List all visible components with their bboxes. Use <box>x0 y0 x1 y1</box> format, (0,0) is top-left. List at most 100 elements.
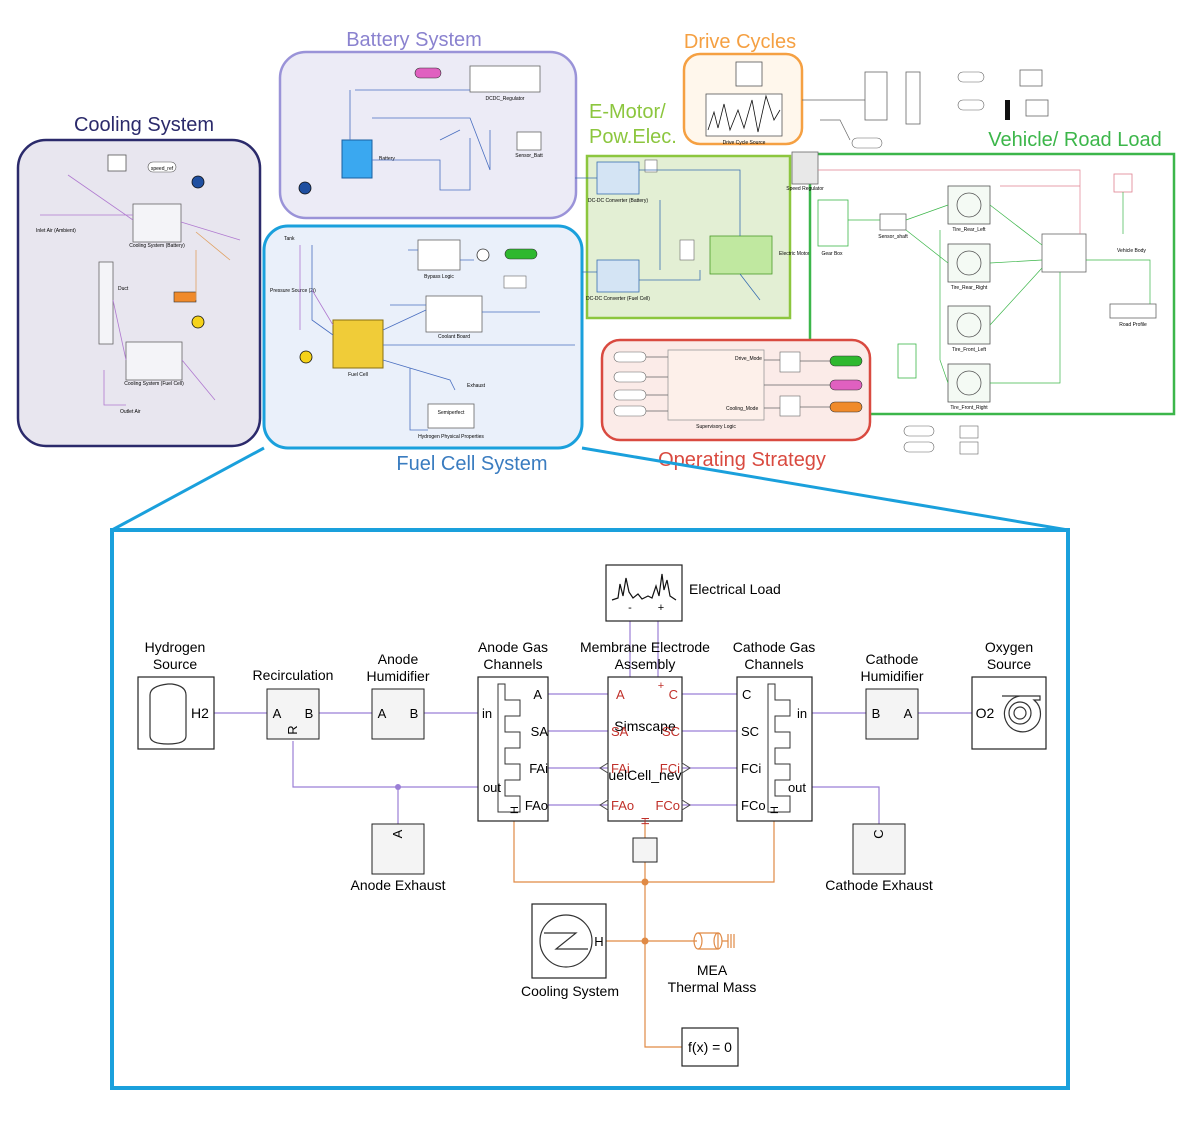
gas-tank-icon <box>149 683 187 745</box>
label-line: Channels <box>744 656 803 672</box>
label-line: Hydrogen <box>145 639 206 655</box>
tire-front-left-block[interactable] <box>947 305 991 345</box>
anode-humidifier-block[interactable] <box>371 688 425 740</box>
battery-system-title: Battery System <box>346 29 482 51</box>
bypass-logic-block[interactable] <box>417 239 461 271</box>
duct-block[interactable] <box>98 261 114 345</box>
gear-box-block[interactable] <box>817 199 849 247</box>
svg-text:Inlet Air (Ambient): Inlet Air (Ambient) <box>36 228 76 234</box>
dcdc-fuelcell-block[interactable] <box>596 259 640 293</box>
svg-text:Cooling System (Battery): Cooling System (Battery) <box>129 243 185 249</box>
svg-text:out: out <box>788 780 806 795</box>
cathode-exhaust-block[interactable] <box>852 823 906 875</box>
thermal-sensor-block[interactable] <box>632 837 658 863</box>
fuel-cell-system-group[interactable]: Fuel Cell System Tank Pressure Source (2… <box>262 224 584 475</box>
label-line: Anode Gas <box>478 639 548 655</box>
svg-text:Electric Motor: Electric Motor <box>779 251 810 257</box>
svg-text:Tire_Front_Right: Tire_Front_Right <box>950 405 988 411</box>
compressor-icon <box>1002 695 1041 733</box>
operating-strategy-group[interactable]: Operating Strategy Supervisory Logic Dri… <box>600 338 872 471</box>
svg-text:H: H <box>509 806 521 814</box>
svg-text:SA: SA <box>531 724 549 739</box>
battery-block[interactable] <box>341 139 373 179</box>
electrical-load-block[interactable] <box>605 564 683 622</box>
svg-text:B: B <box>410 706 419 721</box>
label-line: Thermal Mass <box>668 979 757 995</box>
cooling-system-fuelcell-block[interactable] <box>125 341 183 381</box>
svg-text:FCo: FCo <box>655 798 680 813</box>
svg-text:Road Profile: Road Profile <box>1119 322 1147 328</box>
svg-text:H: H <box>640 817 652 825</box>
svg-text:FAi: FAi <box>611 761 630 776</box>
label-line: Cathode <box>866 651 919 667</box>
cooling-system-battery-block[interactable] <box>132 203 182 243</box>
speed-ref-tag[interactable] <box>147 161 177 173</box>
dcdc-regulator-block[interactable] <box>469 65 541 93</box>
label-line: Humidifier <box>860 668 923 684</box>
svg-text:Duct: Duct <box>118 286 129 292</box>
vehicle-road-load-group[interactable]: Vehicle/ Road Load Speed Regulator Gear … <box>786 129 1176 416</box>
svg-text:Supervisory Logic: Supervisory Logic <box>696 424 736 430</box>
label-line: MEA <box>697 962 728 978</box>
cathode-exhaust-label: Cathode Exhaust <box>825 877 933 893</box>
recirculation-block[interactable] <box>266 688 320 740</box>
coolant-board-block[interactable] <box>425 295 483 333</box>
mea-block[interactable] <box>607 676 683 822</box>
svg-text:f(x) = 0: f(x) = 0 <box>688 1039 732 1055</box>
anode-exhaust-block[interactable] <box>371 823 425 875</box>
svg-text:FCo: FCo <box>741 798 766 813</box>
svg-text:Tire_Rear_Right: Tire_Rear_Right <box>951 285 988 291</box>
battery-system-group[interactable]: Battery System DCDC_Regulator Battery Se… <box>278 29 578 220</box>
svg-text:Battery: Battery <box>379 156 395 162</box>
channel-icon <box>767 683 791 813</box>
svg-text:C: C <box>742 687 751 702</box>
svg-text:B: B <box>305 706 314 721</box>
solver-configuration-block[interactable] <box>681 1027 739 1067</box>
drive-cycle-source-block[interactable] <box>705 93 783 137</box>
electric-motor-block[interactable] <box>709 235 773 275</box>
label-line: Source <box>987 656 1032 672</box>
cooling-system-block[interactable] <box>531 903 607 979</box>
dcdc-battery-block[interactable] <box>596 161 640 195</box>
svg-text:Bypass Logic: Bypass Logic <box>424 274 454 280</box>
svg-text:DC-DC Converter (Battery): DC-DC Converter (Battery) <box>588 198 648 204</box>
drive-cycles-group[interactable]: Drive Cycles Drive Cycle Source <box>682 31 804 146</box>
svg-text:FAo: FAo <box>525 798 548 813</box>
road-profile-block[interactable] <box>1109 303 1157 319</box>
svg-text:Semiperfect: Semiperfect <box>438 410 465 416</box>
cooling-tag[interactable] <box>173 291 197 303</box>
electrical-load-label: Electrical Load <box>689 581 781 597</box>
cathode-humidifier-block[interactable] <box>865 688 919 740</box>
thermal-mass-icon[interactable] <box>693 932 735 950</box>
tire-front-right-block[interactable] <box>947 363 991 403</box>
sensor-batt-block[interactable] <box>516 131 542 151</box>
svg-text:SC: SC <box>741 724 759 739</box>
tire-rear-right-block[interactable] <box>947 243 991 283</box>
svg-text:Coolant Board: Coolant Board <box>438 334 470 340</box>
speed-regulator-block[interactable] <box>791 151 819 185</box>
svg-text:A: A <box>904 706 913 721</box>
vehicle-road-load-title: Vehicle/ Road Load <box>988 129 1161 151</box>
svg-text:Speed Regulator: Speed Regulator <box>786 186 824 192</box>
fuel-cell-block[interactable] <box>332 319 384 369</box>
svg-text:uelCell_nev: uelCell_nev <box>608 767 681 783</box>
cooling-system-group[interactable]: Cooling System speed_ref Cooling System … <box>16 114 262 448</box>
tire-rear-left-block[interactable] <box>947 185 991 225</box>
svg-text:Pressure Source (2i): Pressure Source (2i) <box>270 288 316 294</box>
operating-strategy-title: Operating Strategy <box>658 449 826 471</box>
svg-text:Tire_Front_Left: Tire_Front_Left <box>952 347 987 353</box>
semiperfect-block[interactable] <box>427 403 475 429</box>
svg-text:Sensor_Batt: Sensor_Batt <box>515 153 543 159</box>
vehicle-body-block[interactable] <box>1041 233 1087 273</box>
anode-gas-channels-block[interactable] <box>477 676 549 822</box>
speed-ref-block[interactable] <box>107 154 127 172</box>
svg-text:Gear Box: Gear Box <box>821 251 843 257</box>
supervisory-logic-block[interactable] <box>667 349 765 421</box>
emotor-group[interactable]: E-Motor/ Pow.Elec. DC-DC Converter (Batt… <box>575 101 810 320</box>
cooling-system-title: Cooling System <box>74 114 214 136</box>
